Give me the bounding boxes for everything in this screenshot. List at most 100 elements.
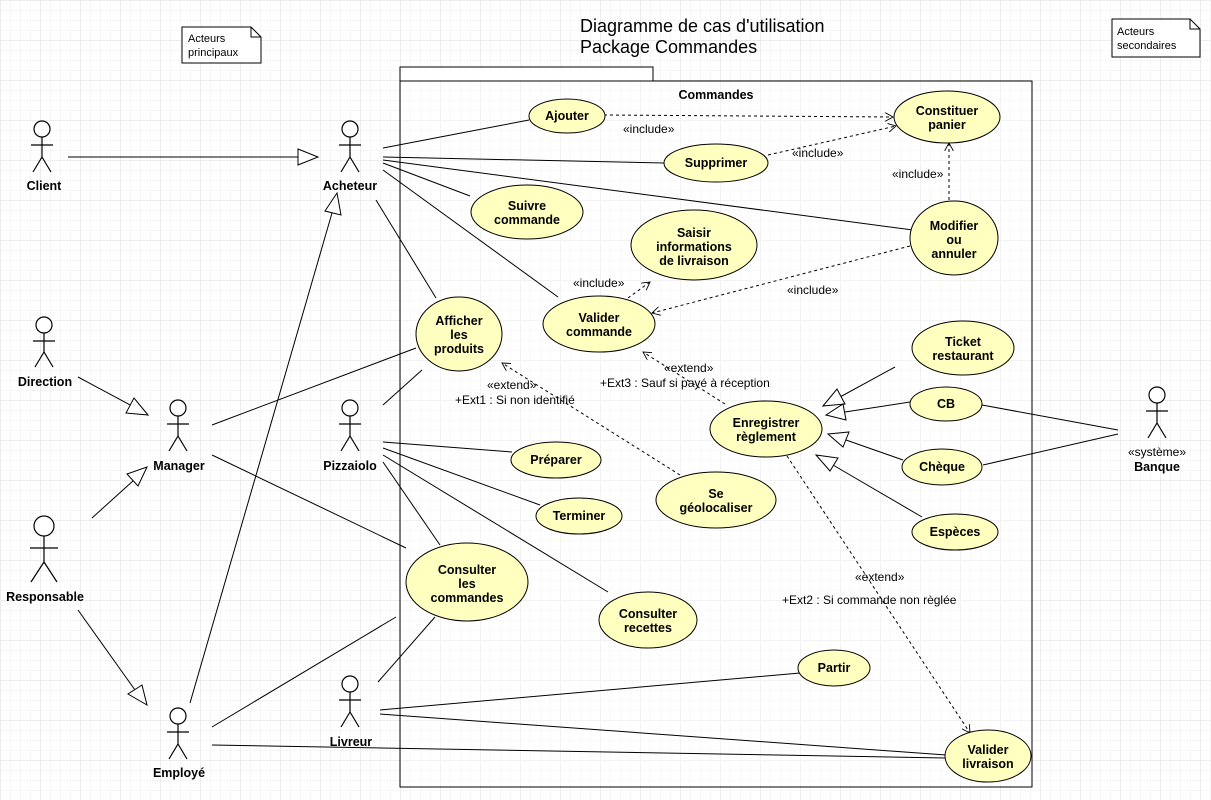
ext3-condition: +Ext3 : Sauf si payé à réception	[600, 376, 770, 390]
usecase-consulter-commandes[interactable]: Consulter les commandes	[405, 542, 529, 622]
include-label-supprimer: «include»	[792, 146, 844, 160]
actor-acheteur[interactable]: Acheteur	[323, 120, 377, 193]
usecase-ticket-line-1: Ticket	[945, 335, 982, 349]
usecase-constituer-panier[interactable]: Constituer panier	[893, 90, 1001, 144]
usecase-saisir-informations[interactable]: Saisir informations de livraison	[630, 209, 758, 281]
usecase-terminer[interactable]: Terminer	[535, 497, 623, 535]
include-label-modifier-valider: «include»	[787, 283, 839, 297]
extend-label-ext3: «extend»	[664, 361, 714, 375]
actor-responsable-label: Responsable	[6, 590, 84, 604]
usecase-consulter-commandes-line-1: Consulter	[438, 563, 496, 577]
usecase-terminer-label: Terminer	[553, 509, 606, 523]
usecase-afficher-line-1: Afficher	[435, 314, 482, 328]
usecase-saisir-line-2: informations	[656, 240, 732, 254]
ext1-condition: +Ext1 : Si non identifié	[455, 393, 575, 407]
usecase-ticket-restaurant[interactable]: Ticket restaurant	[911, 320, 1015, 376]
actor-client[interactable]: Client	[27, 120, 63, 193]
usecase-consulter-recettes[interactable]: Consulter recettes	[598, 591, 698, 649]
generalizations	[68, 148, 923, 707]
usecase-saisir-line-3: de livraison	[659, 254, 728, 268]
actor-pizzaiolo-label: Pizzaiolo	[323, 459, 377, 473]
extend-label-ext2: «extend»	[855, 570, 905, 584]
extend-label-ext1: «extend»	[487, 378, 537, 392]
usecase-afficher-line-2: les	[450, 328, 467, 342]
actor-banque-label: Banque	[1134, 460, 1180, 474]
note-primary-actors: Acteurs principaux	[181, 26, 262, 64]
associations	[211, 119, 1119, 759]
usecase-ajouter-label: Ajouter	[545, 109, 589, 123]
usecase-enregistrer-reglement[interactable]: Enregistrer règlement	[709, 400, 823, 458]
usecase-modifier-line-1: Modifier	[930, 219, 979, 233]
usecase-ajouter[interactable]: Ajouter	[528, 98, 606, 134]
usecase-consulter-commandes-line-3: commandes	[431, 591, 504, 605]
usecase-partir[interactable]: Partir	[797, 649, 871, 687]
note-secondary-line-2: secondaires	[1117, 40, 1177, 52]
usecase-valider-livraison-line-2: livraison	[962, 757, 1013, 771]
usecase-valider-livraison-line-1: Valider	[968, 743, 1009, 757]
usecase-suivre-commande-line-1: Suivre	[508, 199, 546, 213]
usecase-valider-commande[interactable]: Valider commande	[542, 295, 656, 353]
usecase-valider-commande-line-1: Valider	[579, 311, 620, 325]
usecase-geolocaliser-line-2: géolocaliser	[680, 501, 753, 515]
actor-direction[interactable]: Direction	[18, 316, 72, 389]
usecase-especes[interactable]: Espèces	[911, 513, 999, 551]
note-primary-line-1: Acteurs	[188, 33, 226, 45]
usecase-cheque-label: Chèque	[919, 460, 965, 474]
usecase-suivre-commande[interactable]: Suivre commande	[470, 184, 584, 240]
usecase-modifier-line-3: annuler	[931, 247, 976, 261]
usecase-enregistrer-line-2: règlement	[736, 430, 797, 444]
actor-manager-label: Manager	[153, 459, 205, 473]
usecase-modifier-annuler[interactable]: Modifier ou annuler	[909, 200, 999, 276]
actor-employe-label: Employé	[153, 766, 205, 780]
note-secondary-line-1: Acteurs	[1117, 26, 1155, 38]
usecase-supprimer-label: Supprimer	[685, 156, 748, 170]
usecase-constituer-panier-line-2: panier	[928, 118, 966, 132]
usecase-enregistrer-line-1: Enregistrer	[733, 416, 800, 430]
usecase-consulter-recettes-line-2: recettes	[624, 621, 672, 635]
ext2-condition: +Ext2 : Si commande non règlée	[782, 593, 957, 607]
actor-direction-label: Direction	[18, 375, 72, 389]
actor-employe[interactable]: Employé	[153, 707, 205, 780]
actor-acheteur-label: Acheteur	[323, 179, 377, 193]
actor-banque[interactable]: «système» Banque	[1128, 386, 1186, 474]
actor-manager[interactable]: Manager	[153, 399, 205, 473]
diagram-title-line-1: Diagramme de cas d'utilisation	[580, 16, 825, 36]
usecase-consulter-recettes-line-1: Consulter	[619, 607, 677, 621]
include-label-ajouter: «include»	[623, 122, 675, 136]
include-label-saisir: «include»	[573, 276, 625, 290]
package-name: Commandes	[678, 88, 753, 102]
actor-livreur-label: Livreur	[330, 735, 373, 749]
usecase-preparer-label: Préparer	[530, 453, 582, 467]
actor-livreur[interactable]: Livreur	[330, 675, 373, 749]
usecase-consulter-commandes-line-2: les	[458, 577, 475, 591]
usecase-saisir-line-1: Saisir	[677, 226, 711, 240]
usecase-valider-livraison[interactable]: Valider livraison	[944, 729, 1032, 783]
usecase-se-geolocaliser[interactable]: Se géolocaliser	[655, 471, 777, 529]
usecase-cheque[interactable]: Chèque	[901, 448, 983, 486]
usecase-valider-commande-line-2: commande	[566, 325, 632, 339]
actor-pizzaiolo[interactable]: Pizzaiolo	[323, 399, 377, 473]
usecase-constituer-panier-line-1: Constituer	[916, 104, 979, 118]
usecase-cb[interactable]: CB	[909, 386, 983, 422]
usecase-cb-label: CB	[937, 397, 955, 411]
usecase-partir-label: Partir	[818, 661, 851, 675]
usecase-suivre-commande-line-2: commande	[494, 213, 560, 227]
usecase-preparer[interactable]: Préparer	[510, 441, 602, 479]
actor-client-label: Client	[27, 179, 63, 193]
usecase-especes-label: Espèces	[930, 525, 981, 539]
usecase-afficher-produits[interactable]: Afficher les produits	[415, 296, 503, 372]
actor-responsable[interactable]: Responsable	[6, 515, 84, 604]
actor-banque-stereotype: «système»	[1128, 445, 1186, 459]
usecase-afficher-line-3: produits	[434, 342, 484, 356]
usecase-supprimer[interactable]: Supprimer	[663, 143, 769, 183]
include-label-modifier: «include»	[892, 167, 944, 181]
dependency-labels: «include» «include» «include» «include» …	[455, 122, 957, 607]
dependencies	[502, 115, 970, 733]
note-primary-line-2: principaux	[188, 47, 239, 59]
usecase-geolocaliser-line-1: Se	[708, 487, 723, 501]
diagram-title-line-2: Package Commandes	[580, 37, 757, 57]
note-secondary-actors: Acteurs secondaires	[1111, 18, 1201, 58]
usecase-modifier-line-2: ou	[946, 233, 961, 247]
usecase-ticket-line-2: restaurant	[932, 349, 994, 363]
